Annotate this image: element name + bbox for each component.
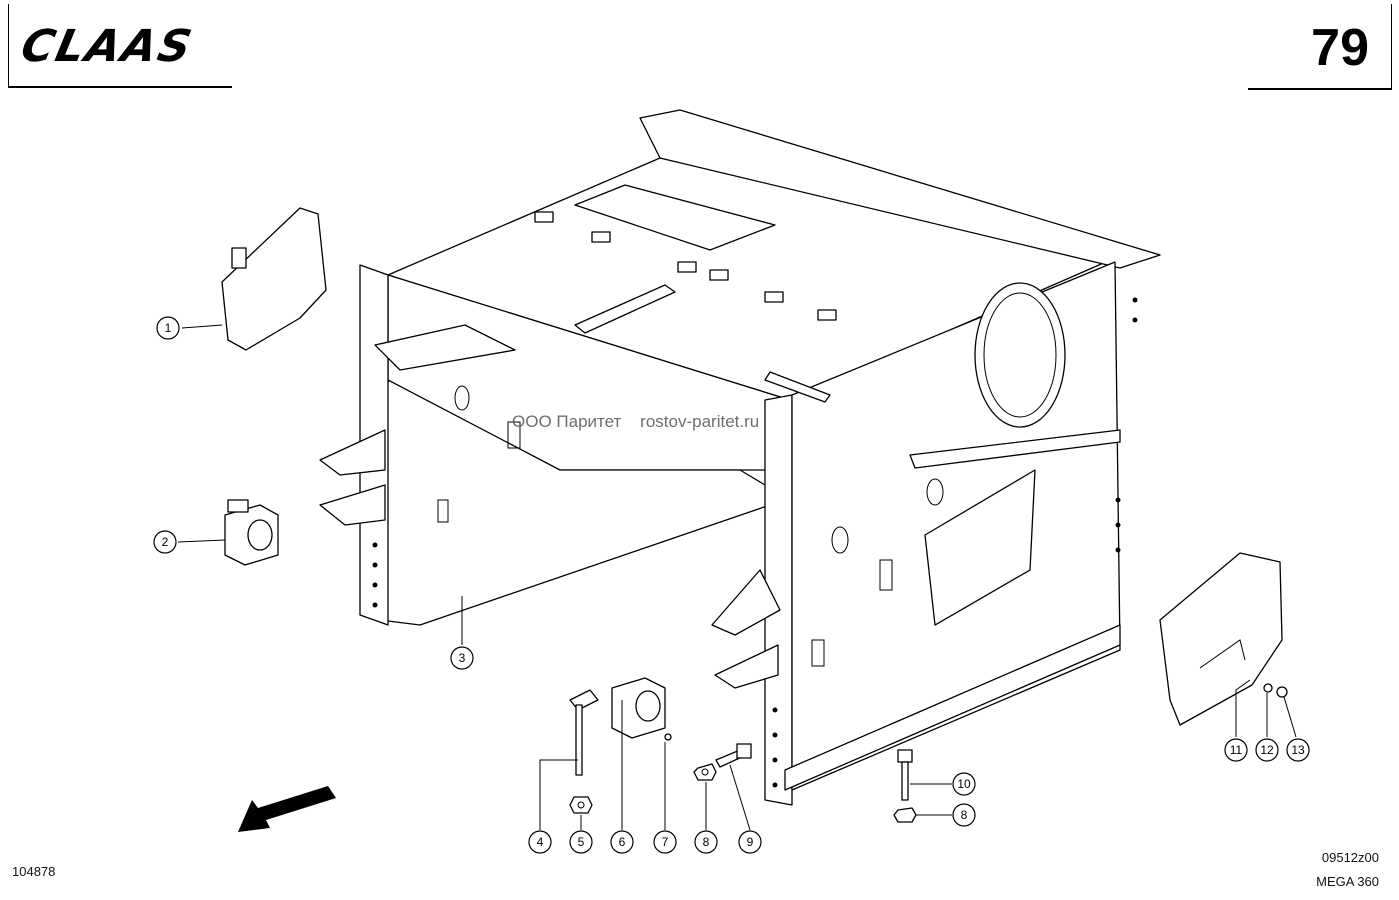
top-bracket [591, 231, 611, 243]
part-2-bearing-housing [224, 499, 279, 566]
svg-text:3: 3 [459, 651, 466, 665]
callout-10: 10 [952, 772, 976, 796]
side-plate-slot [811, 639, 825, 667]
leader-lines [177, 324, 1297, 831]
top-bracket [709, 269, 729, 281]
front-mount-bracket [711, 569, 781, 636]
part-1-left-cover [221, 207, 327, 351]
callout-5: 5 [569, 830, 593, 854]
svg-text:9: 9 [747, 835, 754, 849]
callout-4: 4 [528, 830, 552, 854]
callout-3: 3 [450, 646, 474, 670]
side-plate-slot [879, 559, 893, 591]
column-hole [1115, 547, 1121, 553]
part-13-nut [1276, 686, 1288, 698]
callout-8-lower: 8 [952, 803, 976, 827]
column-hole [772, 757, 778, 763]
front-mount-bracket [714, 644, 779, 689]
watermark-text: ООО Паритет rostov-paritet.ru [512, 412, 760, 431]
svg-text:6: 6 [619, 835, 626, 849]
left-mount-bracket [319, 429, 386, 476]
front-panel-slot [507, 421, 521, 449]
callout-6: 6 [610, 830, 634, 854]
front-panel-hole [454, 385, 470, 411]
part-9-bolt [715, 743, 752, 768]
header-divider-left [8, 86, 232, 88]
callout-7: 7 [653, 830, 677, 854]
column-hole [772, 707, 778, 713]
svg-text:12: 12 [1260, 743, 1274, 757]
part-11-right-cover [1159, 552, 1283, 726]
top-bracket [764, 291, 784, 303]
column-hole [772, 782, 778, 788]
svg-text:10: 10 [957, 777, 971, 791]
callout-11: 11 [1224, 738, 1248, 762]
model-name: MEGA 360 [1316, 874, 1379, 889]
top-guide-rail [574, 284, 676, 334]
frame-cross-tube [909, 429, 1121, 469]
column-hole [1115, 522, 1121, 528]
travel-direction-arrow [238, 786, 336, 832]
drawing-number: 104878 [12, 864, 56, 879]
part-10-bolt [897, 749, 913, 801]
column-hole [372, 602, 378, 608]
fan-ring [974, 282, 1066, 428]
front-panel-slot [437, 499, 449, 523]
column-hole [1115, 497, 1121, 503]
svg-text:8: 8 [961, 808, 968, 822]
sheet-code: 09512z00 [1321, 850, 1379, 865]
svg-text:2: 2 [162, 535, 169, 549]
frame-right-edge [1391, 4, 1392, 88]
frame-top-rail [639, 109, 1161, 269]
main-frame-assembly [319, 109, 1161, 806]
side-plate-hole [831, 526, 849, 554]
top-bracket [817, 309, 837, 321]
part-12-washer [1263, 683, 1273, 693]
frame-roof-opening [574, 184, 776, 251]
svg-text:7: 7 [662, 835, 669, 849]
column-hole [772, 732, 778, 738]
left-mount-bracket [319, 484, 386, 526]
left-mount-bracket [374, 324, 516, 371]
callout-12: 12 [1255, 738, 1279, 762]
top-bracket [677, 261, 697, 273]
svg-text:4: 4 [537, 835, 544, 849]
svg-text:11: 11 [1230, 743, 1243, 757]
part-8-nut [693, 763, 717, 781]
frame-left-edge [8, 4, 9, 86]
part-7-screw [664, 733, 672, 741]
header-divider-right [1248, 88, 1392, 90]
svg-text:8: 8 [703, 835, 710, 849]
fan-ring-inner [983, 292, 1057, 418]
page-number: 79 [1311, 19, 1369, 77]
callout-1: 1 [156, 316, 180, 340]
part-6-bearing-block [611, 677, 666, 739]
svg-text:13: 13 [1291, 743, 1305, 757]
svg-text:1: 1 [165, 321, 172, 335]
side-plate-hole [926, 478, 944, 506]
callout-2: 2 [153, 530, 177, 554]
part-4-anchor-bolt [569, 689, 599, 776]
frame-side-opening [924, 469, 1036, 626]
part-5-nut [569, 796, 593, 814]
top-guide-rail [764, 371, 831, 403]
column-hole [372, 542, 378, 548]
callout-9: 9 [738, 830, 762, 854]
top-bracket [534, 211, 554, 223]
column-hole [1132, 317, 1138, 323]
svg-text:5: 5 [578, 835, 585, 849]
column-hole [1132, 297, 1138, 303]
part-8-nut-lower [893, 807, 917, 823]
column-hole [372, 562, 378, 568]
column-hole [372, 582, 378, 588]
callout-13: 13 [1286, 738, 1310, 762]
frame-bottom-rail [784, 624, 1121, 791]
callout-8: 8 [694, 830, 718, 854]
